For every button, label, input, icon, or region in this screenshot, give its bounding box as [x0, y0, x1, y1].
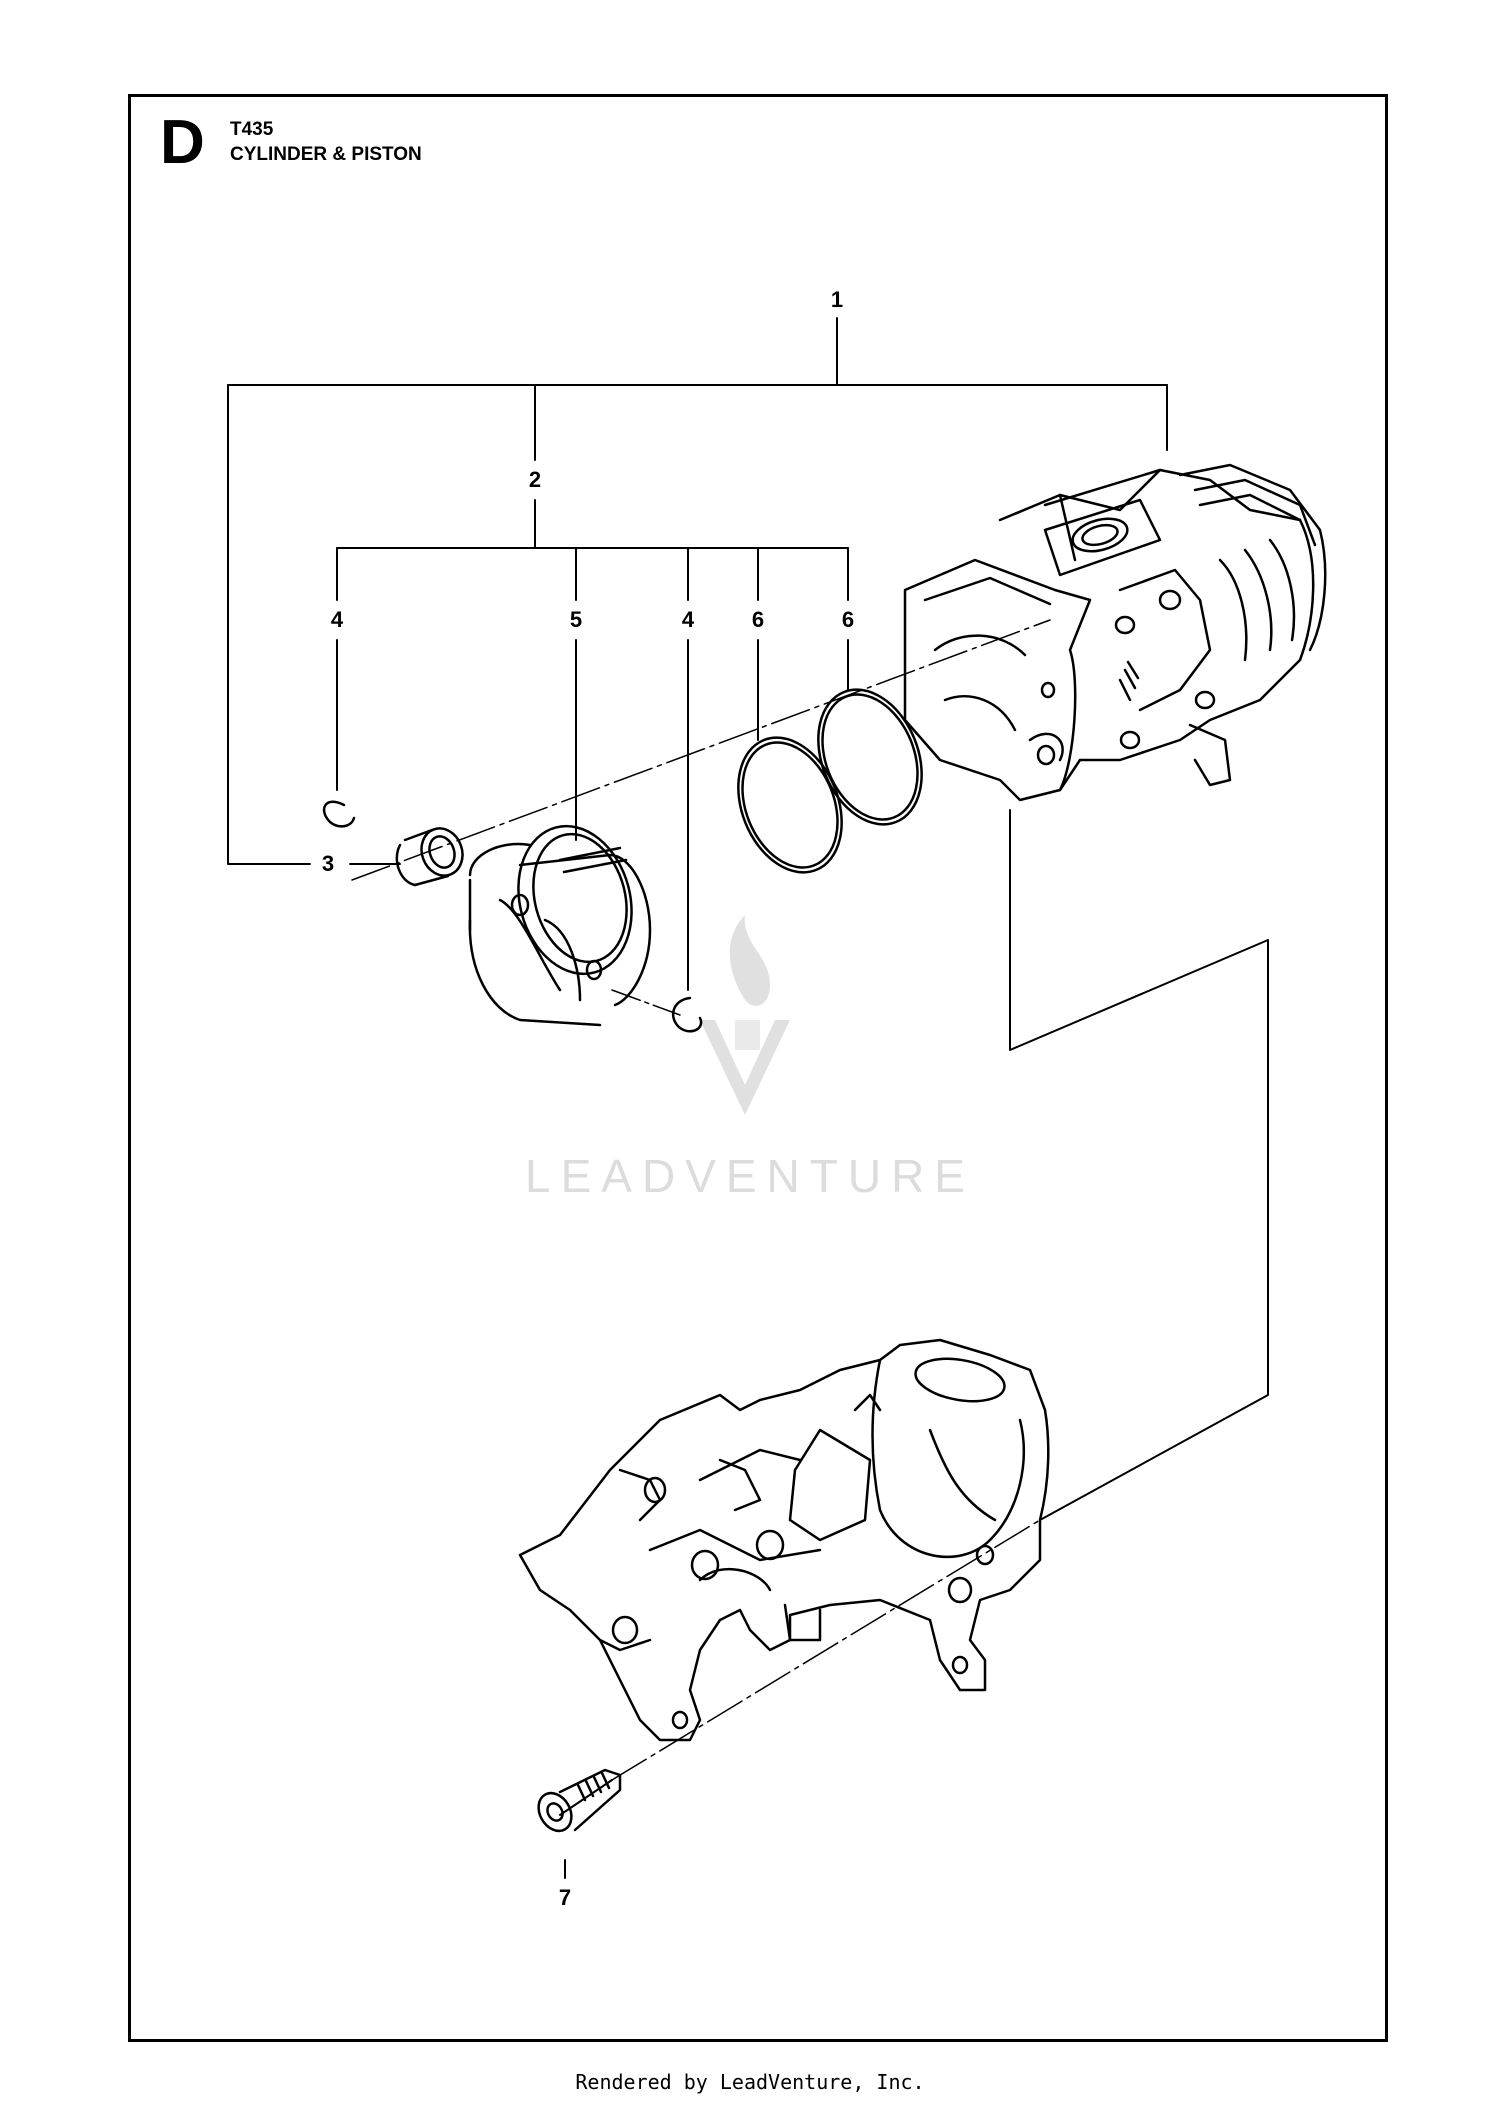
cylinder-bolt — [537, 1768, 622, 1833]
crankcase — [518, 1338, 1050, 1742]
piston-ring-inner — [737, 736, 843, 874]
callout-3: 3 — [321, 851, 335, 876]
diagram-frame — [128, 94, 1388, 2042]
assembly-centerline — [351, 619, 1051, 881]
callout-2: 2 — [528, 467, 542, 492]
piston-ring-outer — [817, 688, 923, 826]
bolt-centerline — [611, 1519, 1041, 1781]
callout-leader-lines — [227, 317, 1269, 1879]
cylinder — [903, 463, 1327, 802]
callout-5: 5 — [569, 607, 583, 632]
callout-6-outer: 6 — [841, 607, 855, 632]
piston — [468, 824, 652, 1027]
footer-credit: Rendered by LeadVenture, Inc. — [575, 2070, 925, 2094]
callout-7: 7 — [558, 1885, 572, 1910]
needle-bearing — [395, 827, 464, 887]
callout-4-right: 4 — [681, 607, 695, 632]
callout-6-inner: 6 — [751, 607, 765, 632]
circlip-left — [322, 800, 356, 828]
watermark-logo — [700, 915, 790, 1115]
watermark-text: LEADVENTURE — [525, 1150, 975, 1202]
model-number: T435 — [230, 119, 274, 140]
diagram-title: CYLINDER & PISTON — [230, 144, 422, 165]
wrist-pin-centerline — [611, 989, 681, 1016]
callout-1: 1 — [830, 287, 844, 312]
circlip-right — [671, 996, 703, 1033]
callout-4-left: 4 — [330, 607, 344, 632]
section-letter: D — [160, 108, 205, 177]
